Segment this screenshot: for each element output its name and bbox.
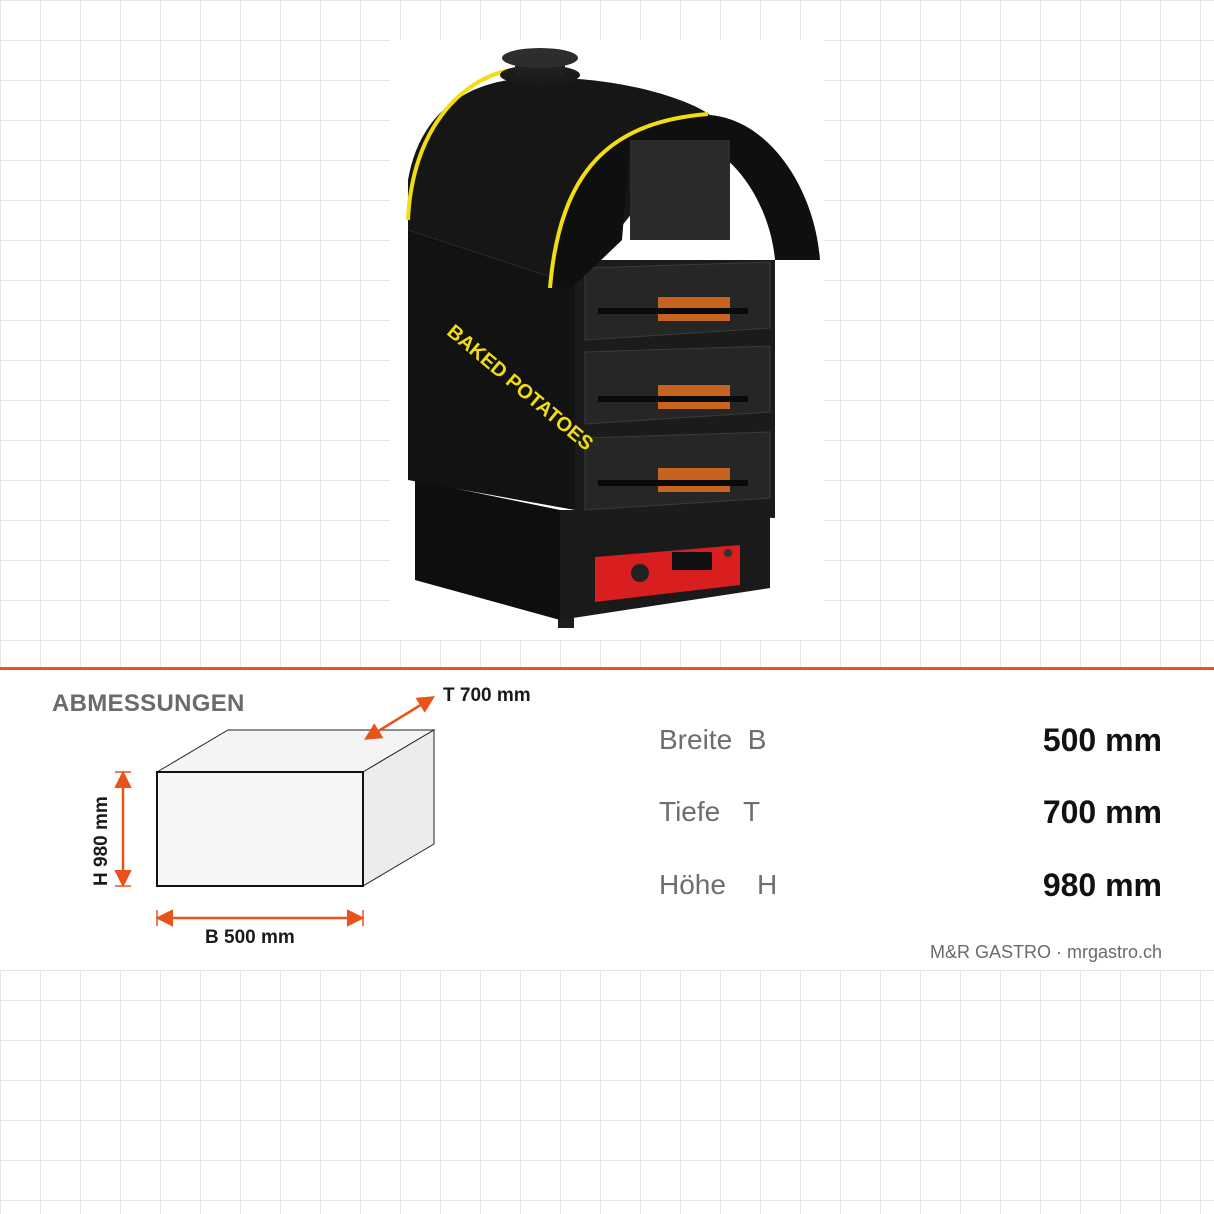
width-label: B 500 mm [205,927,295,948]
spec-value: 980 mm [1042,867,1162,903]
spec-name: Höhe H [659,869,778,900]
spec-name: Breite B [659,724,767,755]
product-image: BAKED POTATOES [390,40,824,640]
height-label: H 980 mm [91,796,112,886]
drawer-3 [584,431,771,511]
spec-value: 700 mm [1042,794,1162,830]
spec-value: 500 mm [1042,722,1162,758]
spec-name: Tiefe T [659,796,761,827]
section-divider [0,667,1214,670]
brand-footer: M&R GASTRO · mrgastro.ch [929,942,1162,962]
drawer-1 [584,261,771,341]
section-title: ABMESSUNGEN [52,690,245,717]
spec-row-depth: Tiefe T 700 mm [659,794,1162,836]
spec-row-width: Breite B 500 mm [659,722,1162,764]
depth-label: T 700 mm [443,685,531,706]
drawer-2 [584,345,771,425]
potato-oven-illustration: BAKED POTATOES [406,48,820,628]
dimension-diagram [114,696,436,927]
spec-row-height: Höhe H 980 mm [659,867,1162,909]
